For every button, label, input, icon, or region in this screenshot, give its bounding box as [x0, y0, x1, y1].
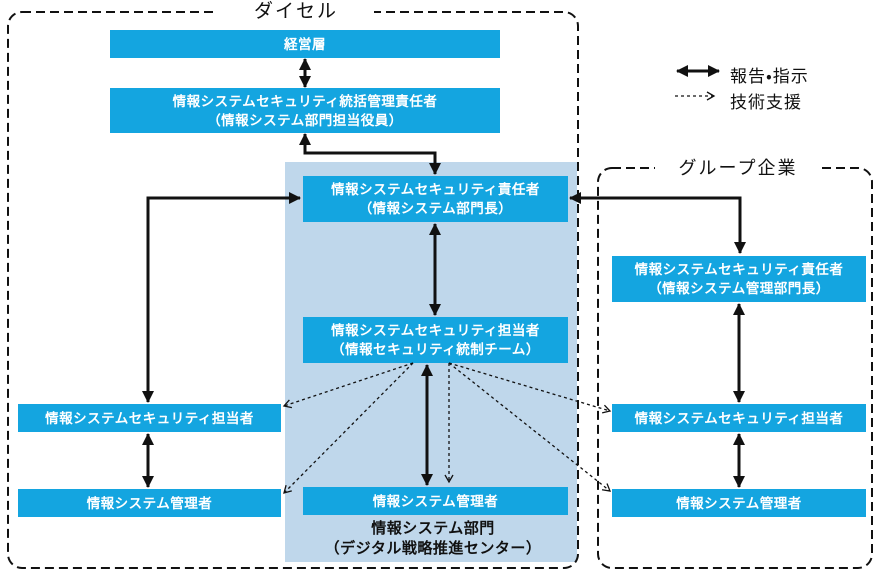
node-label: 情報システムセキュリティ統括管理責任者: [172, 93, 438, 109]
node-security-supervisor: 情報システムセキュリティ統括管理責任者 （情報システム部門担当役員）: [110, 88, 500, 133]
node-label: 情報システム管理者: [372, 493, 499, 509]
legend-report-label: 報告・指示: [730, 67, 809, 86]
node-group-security-staff: 情報システムセキュリティ担当者: [612, 404, 866, 432]
node-label: 情報システムセキュリティ担当者: [331, 323, 540, 338]
it-department-caption: 情報システム部門 （デジタル戦略推進センター）: [293, 519, 573, 559]
node-label: 情報システム管理者: [676, 495, 802, 511]
node-label: 情報システムセキュリティ責任者: [634, 262, 844, 277]
node-daicel-system-admin: 情報システム管理者: [303, 487, 568, 515]
node-label: 経営層: [284, 36, 326, 52]
node-label: 情報システムセキュリティ責任者: [331, 182, 540, 197]
legend-support-label: 技術支援: [730, 93, 802, 112]
arrow-manager-groupmanager: [569, 192, 746, 254]
node-sublabel: （情報システム部門長）: [358, 201, 513, 216]
node-sublabel: （情報システム部門担当役員）: [207, 112, 403, 128]
node-label: 情報システムセキュリティ担当者: [45, 410, 254, 426]
node-sublabel: （情報セキュリティ統制チーム）: [331, 342, 540, 357]
caption-line2: （デジタル戦略推進センター）: [324, 540, 542, 557]
node-management: 経営層: [110, 30, 500, 58]
node-daicel-security-manager: 情報システムセキュリティ責任者 （情報システム部門長）: [303, 176, 568, 222]
arrow-leftstaff-manager: [142, 192, 301, 403]
node-group-system-admin: 情報システム管理者: [612, 489, 866, 517]
node-daicel-security-staff: 情報システムセキュリティ担当者 （情報セキュリティ統制チーム）: [303, 317, 568, 363]
node-sublabel: （情報システム管理部門長）: [648, 281, 830, 296]
group-label: グループ企業: [655, 157, 821, 179]
node-left-security-staff: 情報システムセキュリティ担当者: [18, 404, 281, 432]
node-group-security-manager: 情報システムセキュリティ責任者 （情報システム管理部門長）: [612, 256, 866, 302]
caption-line1: 情報システム部門: [371, 520, 495, 537]
node-left-system-admin: 情報システム管理者: [18, 489, 281, 517]
node-label: 情報システム管理者: [86, 495, 213, 511]
node-label: 情報システムセキュリティ担当者: [634, 410, 844, 426]
daicel-label: ダイセル: [218, 1, 374, 23]
